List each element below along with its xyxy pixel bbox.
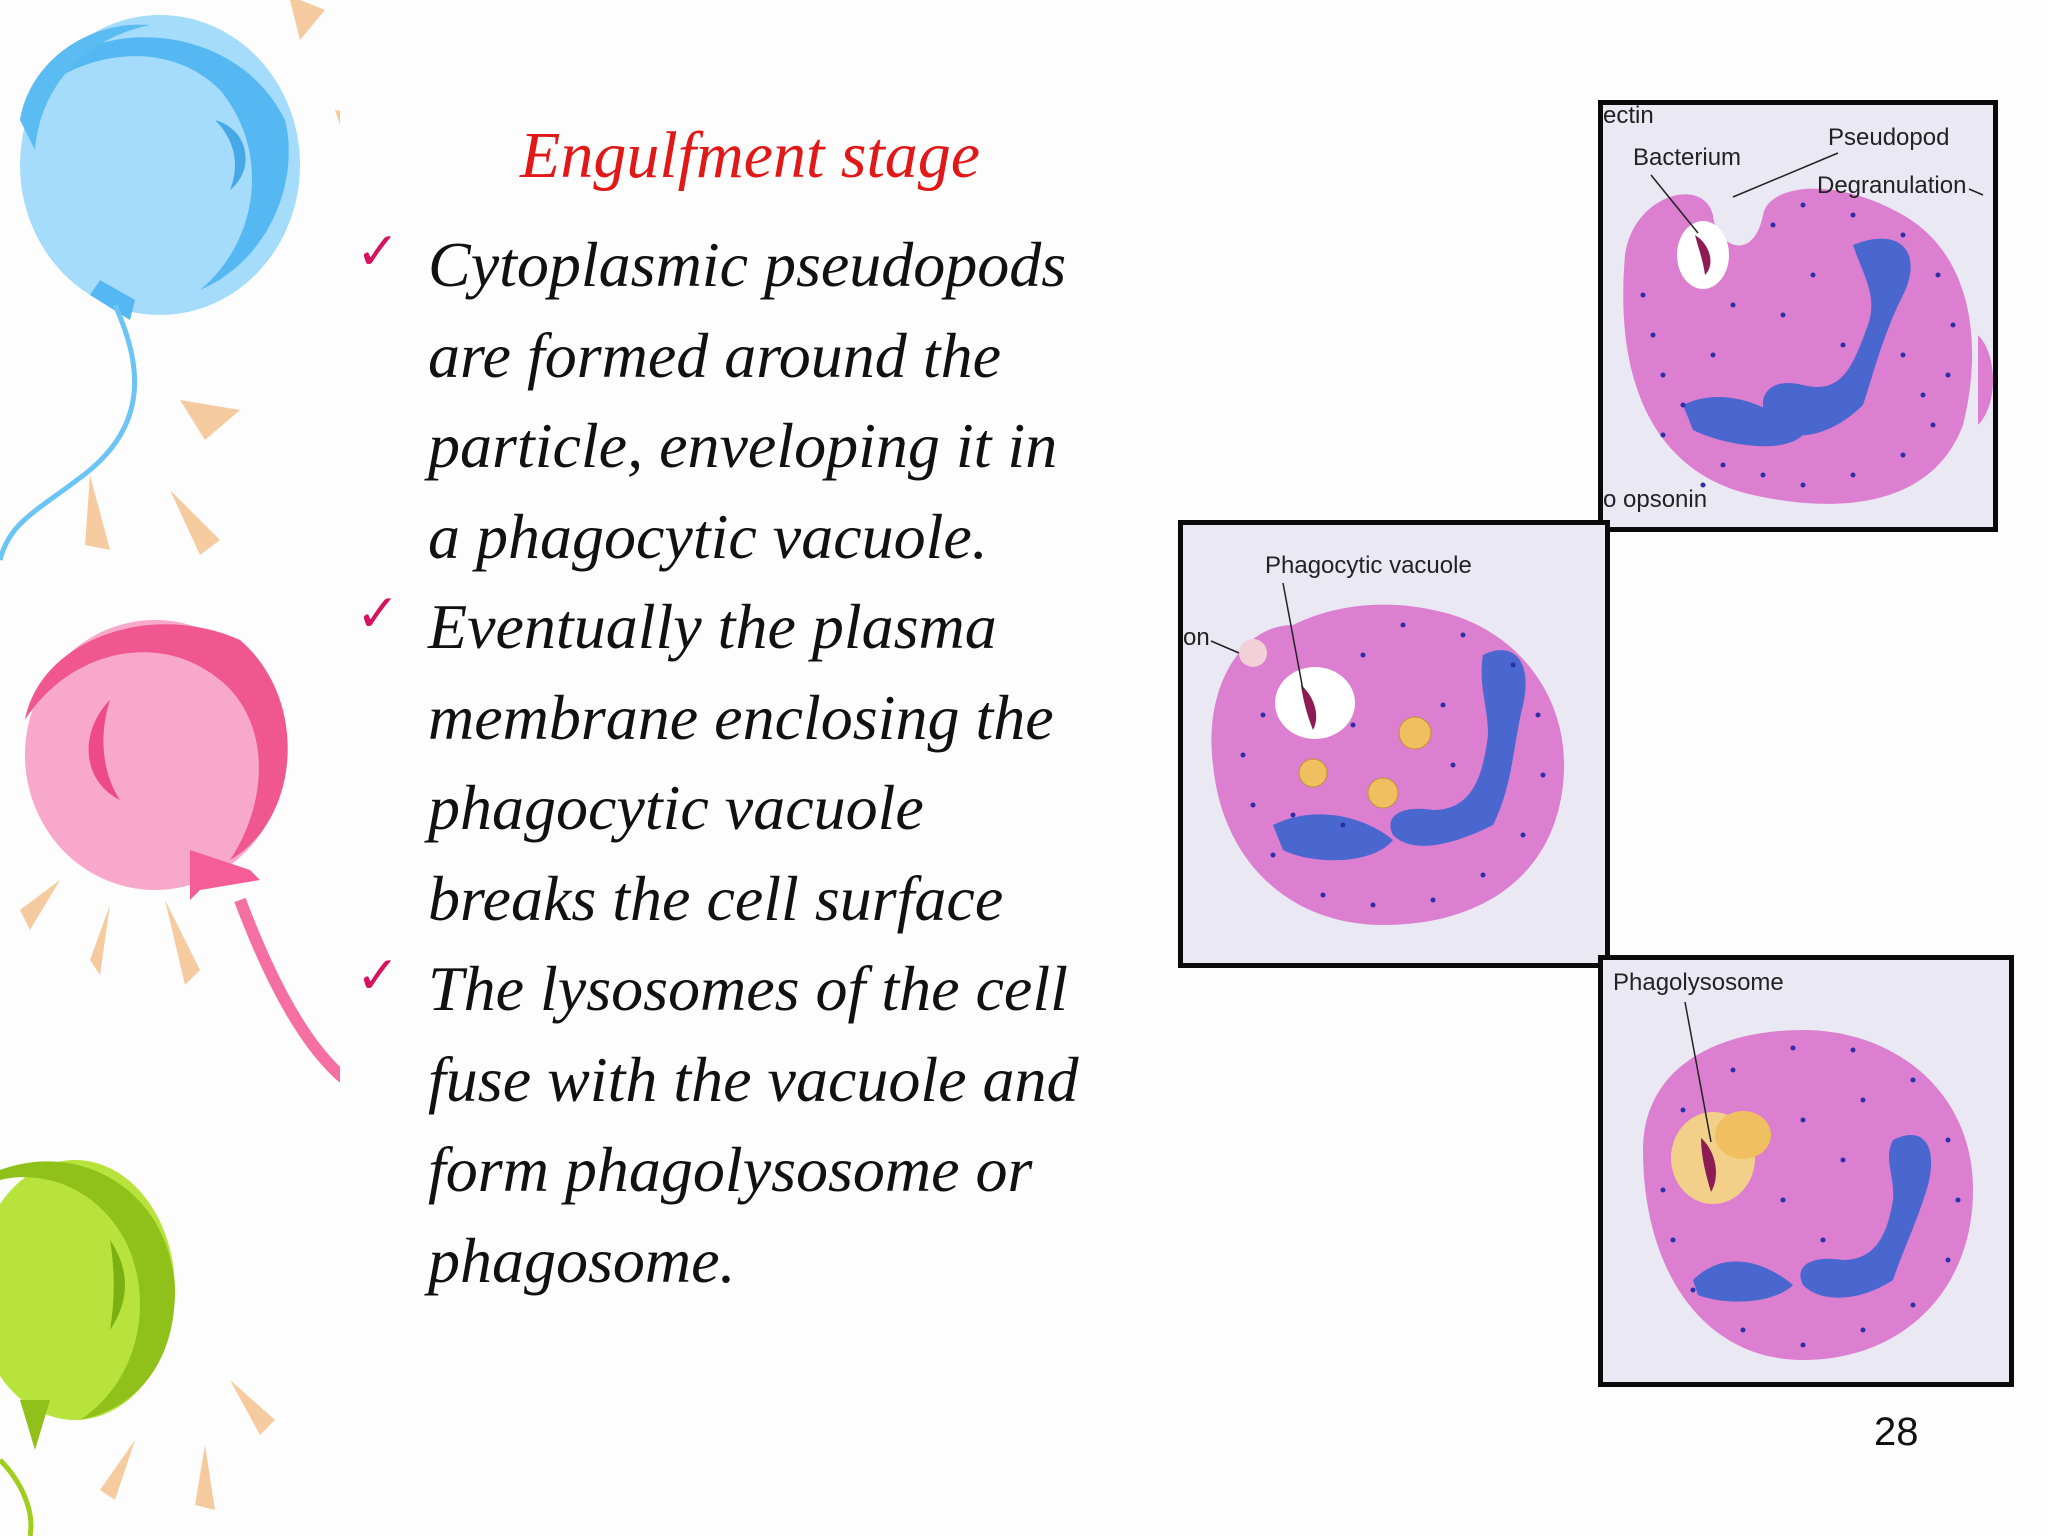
bullet-line: membrane enclosing the bbox=[428, 681, 1054, 753]
bullet-item: ✓ Eventually the plasma membrane enclosi… bbox=[340, 582, 1160, 944]
bullet-item: ✓ The lysosomes of the cell fuse with th… bbox=[340, 944, 1160, 1306]
figure-label: ectin bbox=[1603, 105, 1654, 129]
bullet-line: particle, enveloping it in bbox=[428, 410, 1058, 481]
figure-label: on bbox=[1183, 624, 1210, 651]
slide-title: Engulfment stage bbox=[520, 119, 981, 192]
figure-label-vacuole: Phagocytic vacuole bbox=[1265, 552, 1472, 579]
bullet-line: The lysosomes of the cell bbox=[428, 953, 1068, 1024]
figure-label-degranulation: Degranulation bbox=[1817, 172, 1966, 199]
check-icon: ✓ bbox=[356, 946, 400, 1006]
bullet-line: Eventually the plasma bbox=[428, 591, 997, 662]
figure-label-opsonin: o opsonin bbox=[1603, 486, 1707, 513]
check-icon: ✓ bbox=[356, 222, 400, 282]
bullet-line: phagocytic vacuole bbox=[428, 772, 924, 843]
bullet-text: The lysosomes of the cell fuse with the … bbox=[428, 944, 1160, 1306]
bullet-item: ✓ Cytoplasmic pseudopods are formed arou… bbox=[340, 220, 1160, 582]
bullet-line: are formed around the bbox=[428, 319, 1001, 391]
figure-phagocytic-vacuole: Phagocytic vacuole on bbox=[1178, 520, 1610, 968]
figure-label-bacterium: Bacterium bbox=[1633, 144, 1741, 171]
figure-phagolysosome: Phagolysosome bbox=[1598, 955, 2014, 1387]
bullet-text: Eventually the plasma membrane enclosing… bbox=[428, 582, 1160, 944]
figure-label-phagolysosome: Phagolysosome bbox=[1613, 969, 1784, 996]
bullet-text: Cytoplasmic pseudopods are formed around… bbox=[428, 220, 1160, 582]
green-balloon bbox=[0, 1160, 175, 1536]
figure-pseudopod: ectin Bacterium Pseudopod Degranulation … bbox=[1598, 100, 1998, 532]
bullet-line: Cytoplasmic pseudopods bbox=[428, 229, 1067, 300]
page-number: 28 bbox=[1874, 1410, 1919, 1454]
granules bbox=[1640, 202, 1956, 488]
bullet-line: form phagolysosome or bbox=[428, 1134, 1033, 1205]
bullet-line: breaks the cell surface bbox=[428, 862, 1004, 934]
figure-label-pseudopod: Pseudopod bbox=[1828, 124, 1949, 151]
bullet-line: fuse with the vacuole and bbox=[428, 1043, 1079, 1115]
blue-balloon bbox=[0, 15, 300, 561]
bullet-line: phagosome. bbox=[428, 1224, 736, 1296]
bullet-list: ✓ Cytoplasmic pseudopods are formed arou… bbox=[340, 220, 1160, 1306]
bullet-line: a phagocytic vacuole. bbox=[428, 500, 988, 572]
balloon-decoration bbox=[0, 0, 340, 1536]
check-icon: ✓ bbox=[356, 584, 400, 644]
pink-balloon bbox=[25, 620, 340, 1083]
